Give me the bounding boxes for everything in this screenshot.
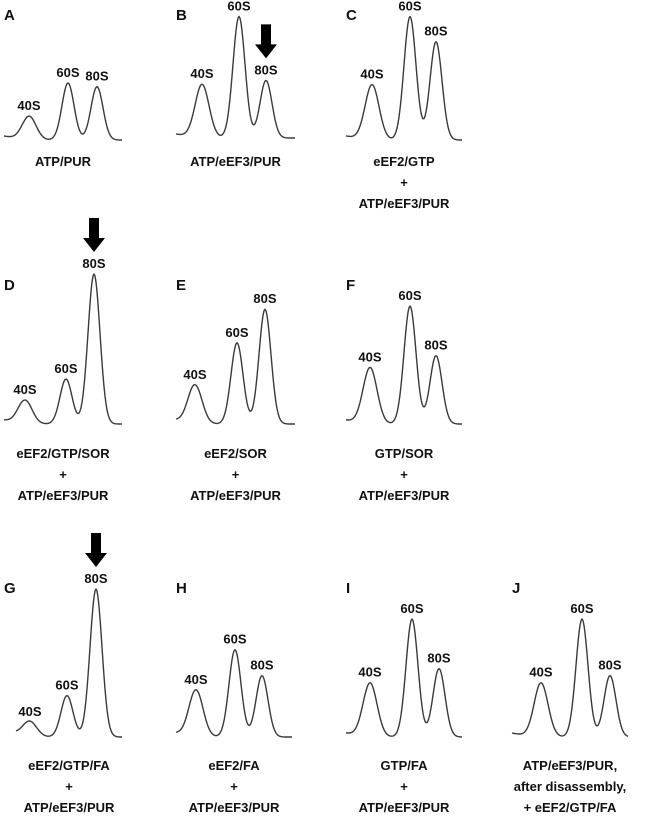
peak-label-80s: 80S — [85, 69, 108, 84]
peak-label-40s: 40S — [18, 704, 41, 719]
peak-label-80s: 80S — [424, 338, 447, 353]
peak-label-60s: 60S — [54, 361, 77, 376]
panel-letter: D — [4, 277, 15, 294]
peak-label-80s: 80S — [82, 256, 105, 271]
peak-label-80s: 80S — [598, 658, 621, 673]
peak-label-40s: 40S — [358, 665, 381, 680]
panel-b: B 40S 60S 80S ATP/eEF3/PUR — [175, 0, 295, 169]
peak-label-40s: 40S — [360, 67, 383, 82]
panel-letter: C — [346, 7, 357, 24]
peak-label-40s: 40S — [13, 382, 36, 397]
panel-caption-line: eEF2/GTP/SOR — [16, 446, 110, 461]
peak-label-80s: 80S — [254, 62, 277, 77]
panel-letter: J — [512, 580, 520, 597]
peak-label-60s: 60S — [223, 632, 246, 647]
panel-caption-line: eEF2/FA — [208, 758, 260, 773]
panel-letter: H — [176, 580, 187, 597]
panel-caption-line: ATP/eEF3/PUR — [359, 800, 450, 815]
highlight-arrow — [255, 24, 277, 59]
peak-label-80s: 80S — [250, 658, 273, 673]
absorbance-trace — [511, 618, 629, 737]
panel-letter: A — [4, 7, 15, 24]
absorbance-trace — [175, 649, 292, 738]
panel-caption-line: + — [400, 779, 408, 794]
panel-caption-line: + — [232, 467, 240, 482]
absorbance-trace — [175, 15, 295, 139]
panel-caption-line: + — [400, 467, 408, 482]
peak-label-40s: 40S — [17, 98, 40, 113]
absorbance-trace — [345, 15, 462, 141]
panel-caption-line: ATP/eEF3/PUR — [190, 488, 281, 503]
highlight-arrow — [83, 218, 105, 252]
peak-label-60s: 60S — [225, 325, 248, 340]
panel-caption-line: ATP/eEF3/PUR, — [523, 758, 617, 773]
absorbance-trace — [3, 273, 122, 425]
panel-letter: I — [346, 580, 350, 597]
panel-caption-line: + — [59, 467, 67, 482]
panel-caption-line: eEF2/GTP/FA — [28, 758, 110, 773]
peak-label-40s: 40S — [190, 66, 213, 81]
panel-caption-line: + eEF2/GTP/FA — [524, 800, 617, 815]
absorbance-trace — [345, 618, 463, 738]
absorbance-trace — [3, 82, 122, 141]
panel-caption-line: ATP/PUR — [35, 154, 92, 169]
panel-d: D 40S 60S 80S eEF2/GTP/SOR + ATP/eEF3/PUR — [3, 218, 122, 503]
panel-letter: E — [176, 277, 186, 294]
panel-caption-line: ATP/eEF3/PUR — [24, 800, 115, 815]
peak-label-80s: 80S — [84, 571, 107, 586]
peak-label-40s: 40S — [529, 665, 552, 680]
peak-label-60s: 60S — [56, 65, 79, 80]
panel-caption-line: eEF2/SOR — [204, 446, 267, 461]
peak-label-80s: 80S — [424, 24, 447, 39]
peak-label-60s: 60S — [398, 288, 421, 303]
peak-label-60s: 60S — [227, 0, 250, 13]
panel-a: A 40S 60S 80S ATP/PUR — [3, 7, 122, 169]
panel-caption-line: eEF2/GTP — [373, 154, 435, 169]
panel-letter: G — [4, 580, 16, 597]
peak-label-60s: 60S — [398, 0, 421, 14]
panel-caption-line: ATP/eEF3/PUR — [190, 154, 281, 169]
panel-j: J 40S 60S 80S ATP/eEF3/PUR, after disassembly… — [511, 580, 629, 815]
panel-caption-line: + — [230, 779, 238, 794]
panel-h: H 40S 60S 80S eEF2/FA + ATP/eEF3/PUR — [175, 580, 292, 815]
panel-g: G 40S 60S 80S eEF2/GTP/FA + ATP/eEF3/PUR — [4, 533, 122, 815]
peak-label-40s: 40S — [184, 672, 207, 687]
peak-label-40s: 40S — [358, 349, 381, 364]
panel-caption-line: + — [65, 779, 73, 794]
peak-label-60s: 60S — [55, 678, 78, 693]
panel-e: E 40S 60S 80S eEF2/SOR + ATP/eEF3/PUR — [175, 277, 295, 503]
panel-caption-line: ATP/eEF3/PUR — [359, 196, 450, 211]
panel-f: F 40S 60S 80S GTP/SOR + ATP/eEF3/PUR — [345, 277, 462, 503]
panel-caption-line: GTP/SOR — [375, 446, 434, 461]
absorbance-trace — [15, 588, 122, 738]
peak-label-80s: 80S — [253, 291, 276, 306]
panel-caption-line: ATP/eEF3/PUR — [18, 488, 109, 503]
absorbance-trace — [345, 305, 462, 425]
panel-caption-line: + — [400, 175, 408, 190]
panel-letter: F — [346, 277, 355, 294]
panel-caption-line: GTP/FA — [381, 758, 429, 773]
panel-letter: B — [176, 7, 187, 24]
panel-caption-line: ATP/eEF3/PUR — [189, 800, 280, 815]
peak-label-80s: 80S — [427, 651, 450, 666]
panel-i: I 40S 60S 80S GTP/FA + ATP/eEF3/PUR — [345, 580, 463, 815]
absorbance-trace — [175, 308, 295, 425]
peak-label-60s: 60S — [400, 601, 423, 616]
peak-label-60s: 60S — [570, 601, 593, 616]
panel-caption-line: ATP/eEF3/PUR — [359, 488, 450, 503]
peak-label-40s: 40S — [183, 367, 206, 382]
panel-caption-line: after disassembly, — [514, 779, 626, 794]
highlight-arrow — [85, 533, 107, 567]
